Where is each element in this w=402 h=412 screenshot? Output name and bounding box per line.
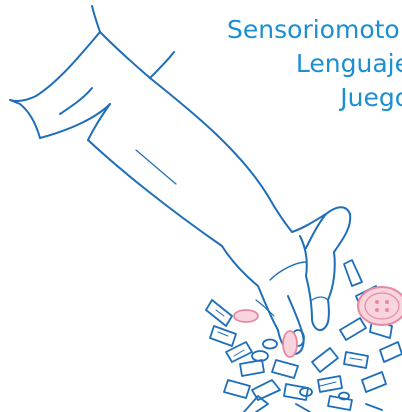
pasta-pile bbox=[205, 259, 402, 412]
button-icon bbox=[282, 330, 298, 358]
button-icon bbox=[357, 286, 402, 326]
sleeve-outline bbox=[9, 5, 175, 141]
forearm-outline bbox=[87, 77, 293, 247]
button-icon bbox=[233, 309, 259, 323]
